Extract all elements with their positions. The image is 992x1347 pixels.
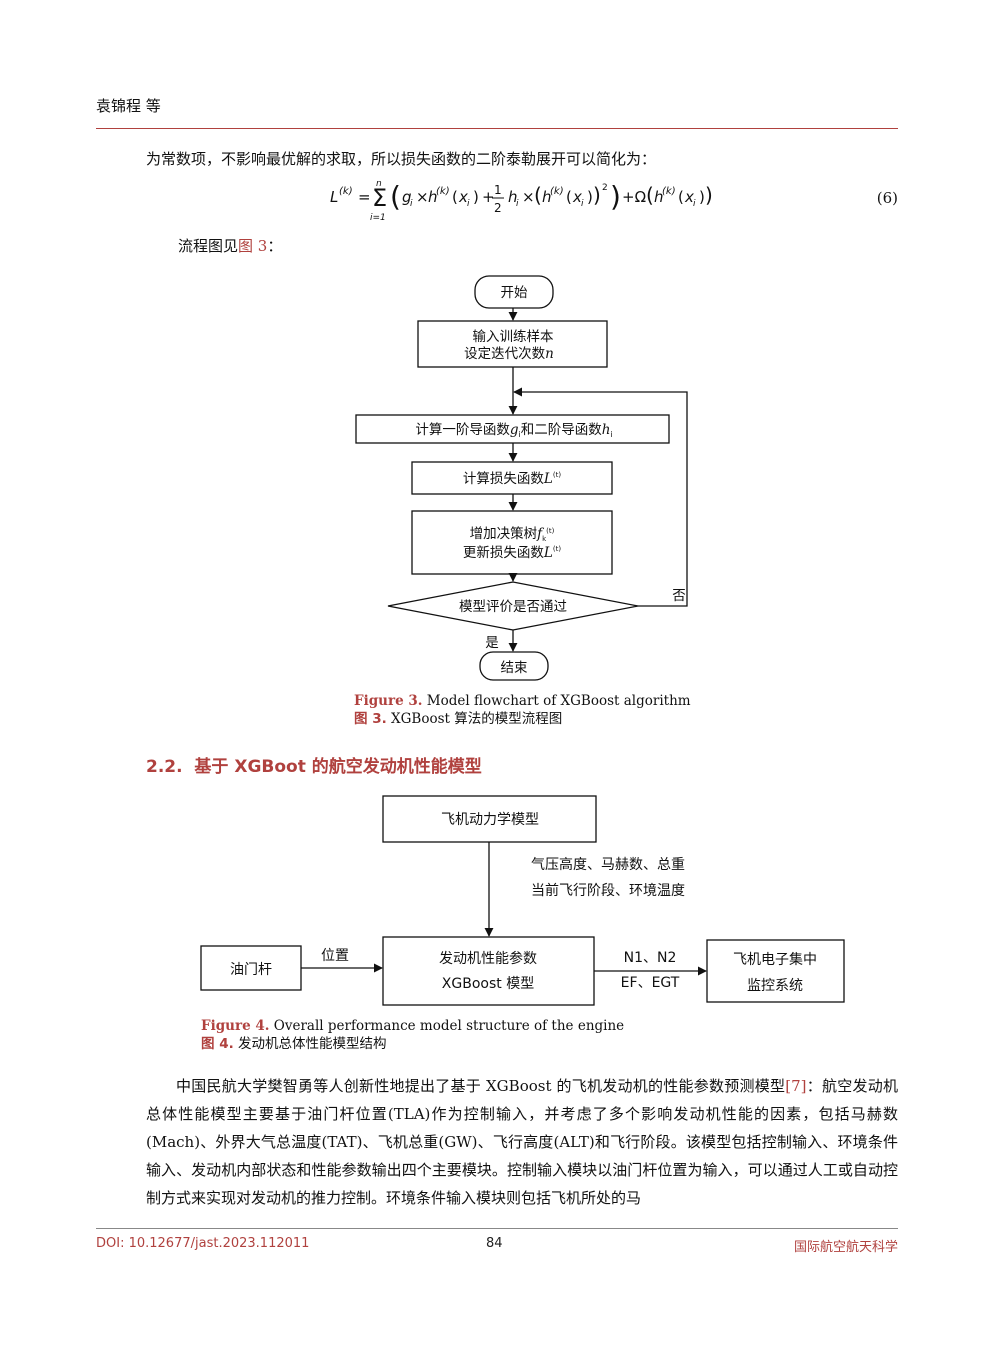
dynamics-label: 飞机动力学模型 bbox=[441, 812, 539, 828]
svg-text:(: ( bbox=[534, 183, 542, 207]
svg-text:(: ( bbox=[646, 183, 654, 207]
figure-4-diagram: 飞机动力学模型 气压高度、马赫数、总重 当前飞行阶段、环境温度 油门杆 位置 发… bbox=[200, 795, 845, 1006]
svg-text:1: 1 bbox=[494, 183, 502, 197]
footer-rule bbox=[96, 1228, 898, 1229]
svg-text:x: x bbox=[684, 188, 694, 206]
svg-text:×: × bbox=[416, 188, 429, 206]
throttle-label: 油门杆 bbox=[230, 962, 272, 978]
footer-doi[interactable]: DOI: 10.12677/jast.2023.112011 bbox=[96, 1236, 310, 1251]
svg-text:(k): (k) bbox=[436, 186, 450, 197]
page-number: 84 bbox=[486, 1236, 503, 1251]
tree-node bbox=[411, 510, 613, 575]
start-label: 开始 bbox=[501, 285, 529, 301]
svg-text:i: i bbox=[516, 199, 519, 209]
monitor-label-2: 监控系统 bbox=[747, 978, 803, 994]
svg-text:=: = bbox=[358, 188, 371, 206]
svg-text:(k): (k) bbox=[662, 186, 676, 197]
flowchart-ref: 流程图见图 3： bbox=[178, 232, 282, 260]
svg-text:(k): (k) bbox=[550, 186, 564, 197]
svg-text:h: h bbox=[542, 188, 552, 206]
end-node bbox=[479, 651, 549, 681]
figure-3-caption-en: Figure 3. Model flowchart of XGBoost alg… bbox=[354, 693, 691, 709]
env-inputs-2: 当前飞行阶段、环境温度 bbox=[531, 882, 685, 899]
svg-text:Σ: Σ bbox=[372, 184, 387, 212]
body-paragraph: 中国民航大学樊智勇等人创新性地提出了基于 XGBoost 的飞机发动机的性能参数… bbox=[146, 1077, 898, 1207]
position-label: 位置 bbox=[321, 948, 349, 964]
input-label-1: 输入训练样本 bbox=[473, 329, 554, 345]
monitor-label-1: 飞机电子集中 bbox=[733, 951, 817, 968]
figure-3-caption-cn: 图 3. XGBoost 算法的模型流程图 bbox=[354, 711, 563, 727]
svg-text:L: L bbox=[330, 188, 338, 206]
svg-text:): ) bbox=[587, 188, 593, 206]
svg-text:i=1: i=1 bbox=[370, 213, 386, 223]
svg-text:n: n bbox=[376, 179, 382, 189]
svg-text:): ) bbox=[593, 183, 601, 207]
svg-text:x: x bbox=[572, 188, 582, 206]
gradient-label: 计算一阶导函数gi和二阶导函数hi bbox=[415, 422, 612, 439]
section-title: 2.2. 基于 XGBoot 的航空发动机性能模型 bbox=[146, 757, 482, 777]
figure-3-caption: Figure 3. Model flowchart of XGBoost alg… bbox=[354, 692, 691, 728]
engine-label-1: 发动机性能参数 bbox=[439, 950, 537, 967]
outputs-label-2: EF、EGT bbox=[621, 975, 680, 991]
engine-label-2: XGBoost 模型 bbox=[442, 976, 534, 992]
header-rule bbox=[96, 128, 898, 129]
monitor-box bbox=[706, 939, 845, 1003]
svg-text:2: 2 bbox=[602, 183, 608, 193]
figure-4-caption-cn: 图 4. 发动机总体性能模型结构 bbox=[201, 1036, 387, 1052]
svg-text:i: i bbox=[581, 199, 584, 209]
svg-text:(: ( bbox=[678, 188, 684, 206]
decision-label: 模型评价是否通过 bbox=[459, 599, 567, 615]
svg-text:): ) bbox=[610, 180, 621, 213]
svg-text:i: i bbox=[410, 199, 413, 209]
flowchart-ref-suffix: ： bbox=[267, 237, 283, 255]
svg-text:×: × bbox=[522, 188, 535, 206]
svg-text:i: i bbox=[467, 199, 470, 209]
figure-4-caption-en: Figure 4. Overall performance model stru… bbox=[201, 1018, 625, 1034]
svg-text:i: i bbox=[693, 199, 696, 209]
svg-text:+Ω: +Ω bbox=[622, 188, 646, 206]
input-label-2: 设定迭代次数n bbox=[464, 346, 554, 362]
flowchart-ref-prefix: 流程图见 bbox=[178, 237, 239, 255]
svg-text:h: h bbox=[508, 188, 518, 206]
start-node bbox=[474, 275, 554, 309]
svg-text:(: ( bbox=[452, 188, 458, 206]
reference-7-link[interactable]: [7] bbox=[785, 1077, 807, 1095]
env-inputs-1: 气压高度、马赫数、总重 bbox=[531, 856, 685, 873]
svg-text:): ) bbox=[473, 188, 479, 206]
equation-number: (6) bbox=[876, 189, 898, 207]
no-label: 否 bbox=[672, 588, 686, 604]
svg-text:): ) bbox=[705, 183, 713, 207]
figure-4-caption: Figure 4. Overall performance model stru… bbox=[201, 1017, 624, 1053]
loss-label: 计算损失函数L(t) bbox=[463, 471, 561, 487]
svg-text:h: h bbox=[654, 188, 664, 206]
loss-node bbox=[411, 461, 613, 495]
svg-text:): ) bbox=[699, 188, 705, 206]
svg-text:(: ( bbox=[566, 188, 572, 206]
svg-text:+: + bbox=[482, 188, 495, 206]
svg-text:2: 2 bbox=[494, 201, 502, 215]
header-author: 袁锦程 等 bbox=[96, 97, 161, 115]
engine-box bbox=[382, 936, 595, 1006]
outputs-label-1: N1、N2 bbox=[624, 950, 677, 966]
figure-3-link[interactable]: 图 3 bbox=[238, 237, 268, 255]
journal-name: 国际航空航天科学 bbox=[793, 1240, 898, 1255]
svg-text:(k): (k) bbox=[339, 186, 353, 197]
update-loss-label: 更新损失函数L(t) bbox=[463, 545, 561, 561]
intro-text: 为常数项，不影响最优解的求取，所以损失函数的二阶泰勒展开可以简化为： bbox=[146, 150, 657, 168]
add-tree-label: 增加决策树fk(t) bbox=[470, 525, 555, 543]
svg-text:x: x bbox=[458, 188, 468, 206]
yes-label: 是 bbox=[485, 635, 499, 651]
figure-3-flowchart: 开始 输入训练样本 设定迭代次数n 计算一阶导函数gi和二阶导函数hi 计算损失… bbox=[355, 275, 688, 681]
svg-text:h: h bbox=[428, 188, 438, 206]
svg-text:(: ( bbox=[390, 180, 401, 213]
end-label: 结束 bbox=[501, 660, 529, 676]
svg-text:g: g bbox=[402, 188, 412, 206]
